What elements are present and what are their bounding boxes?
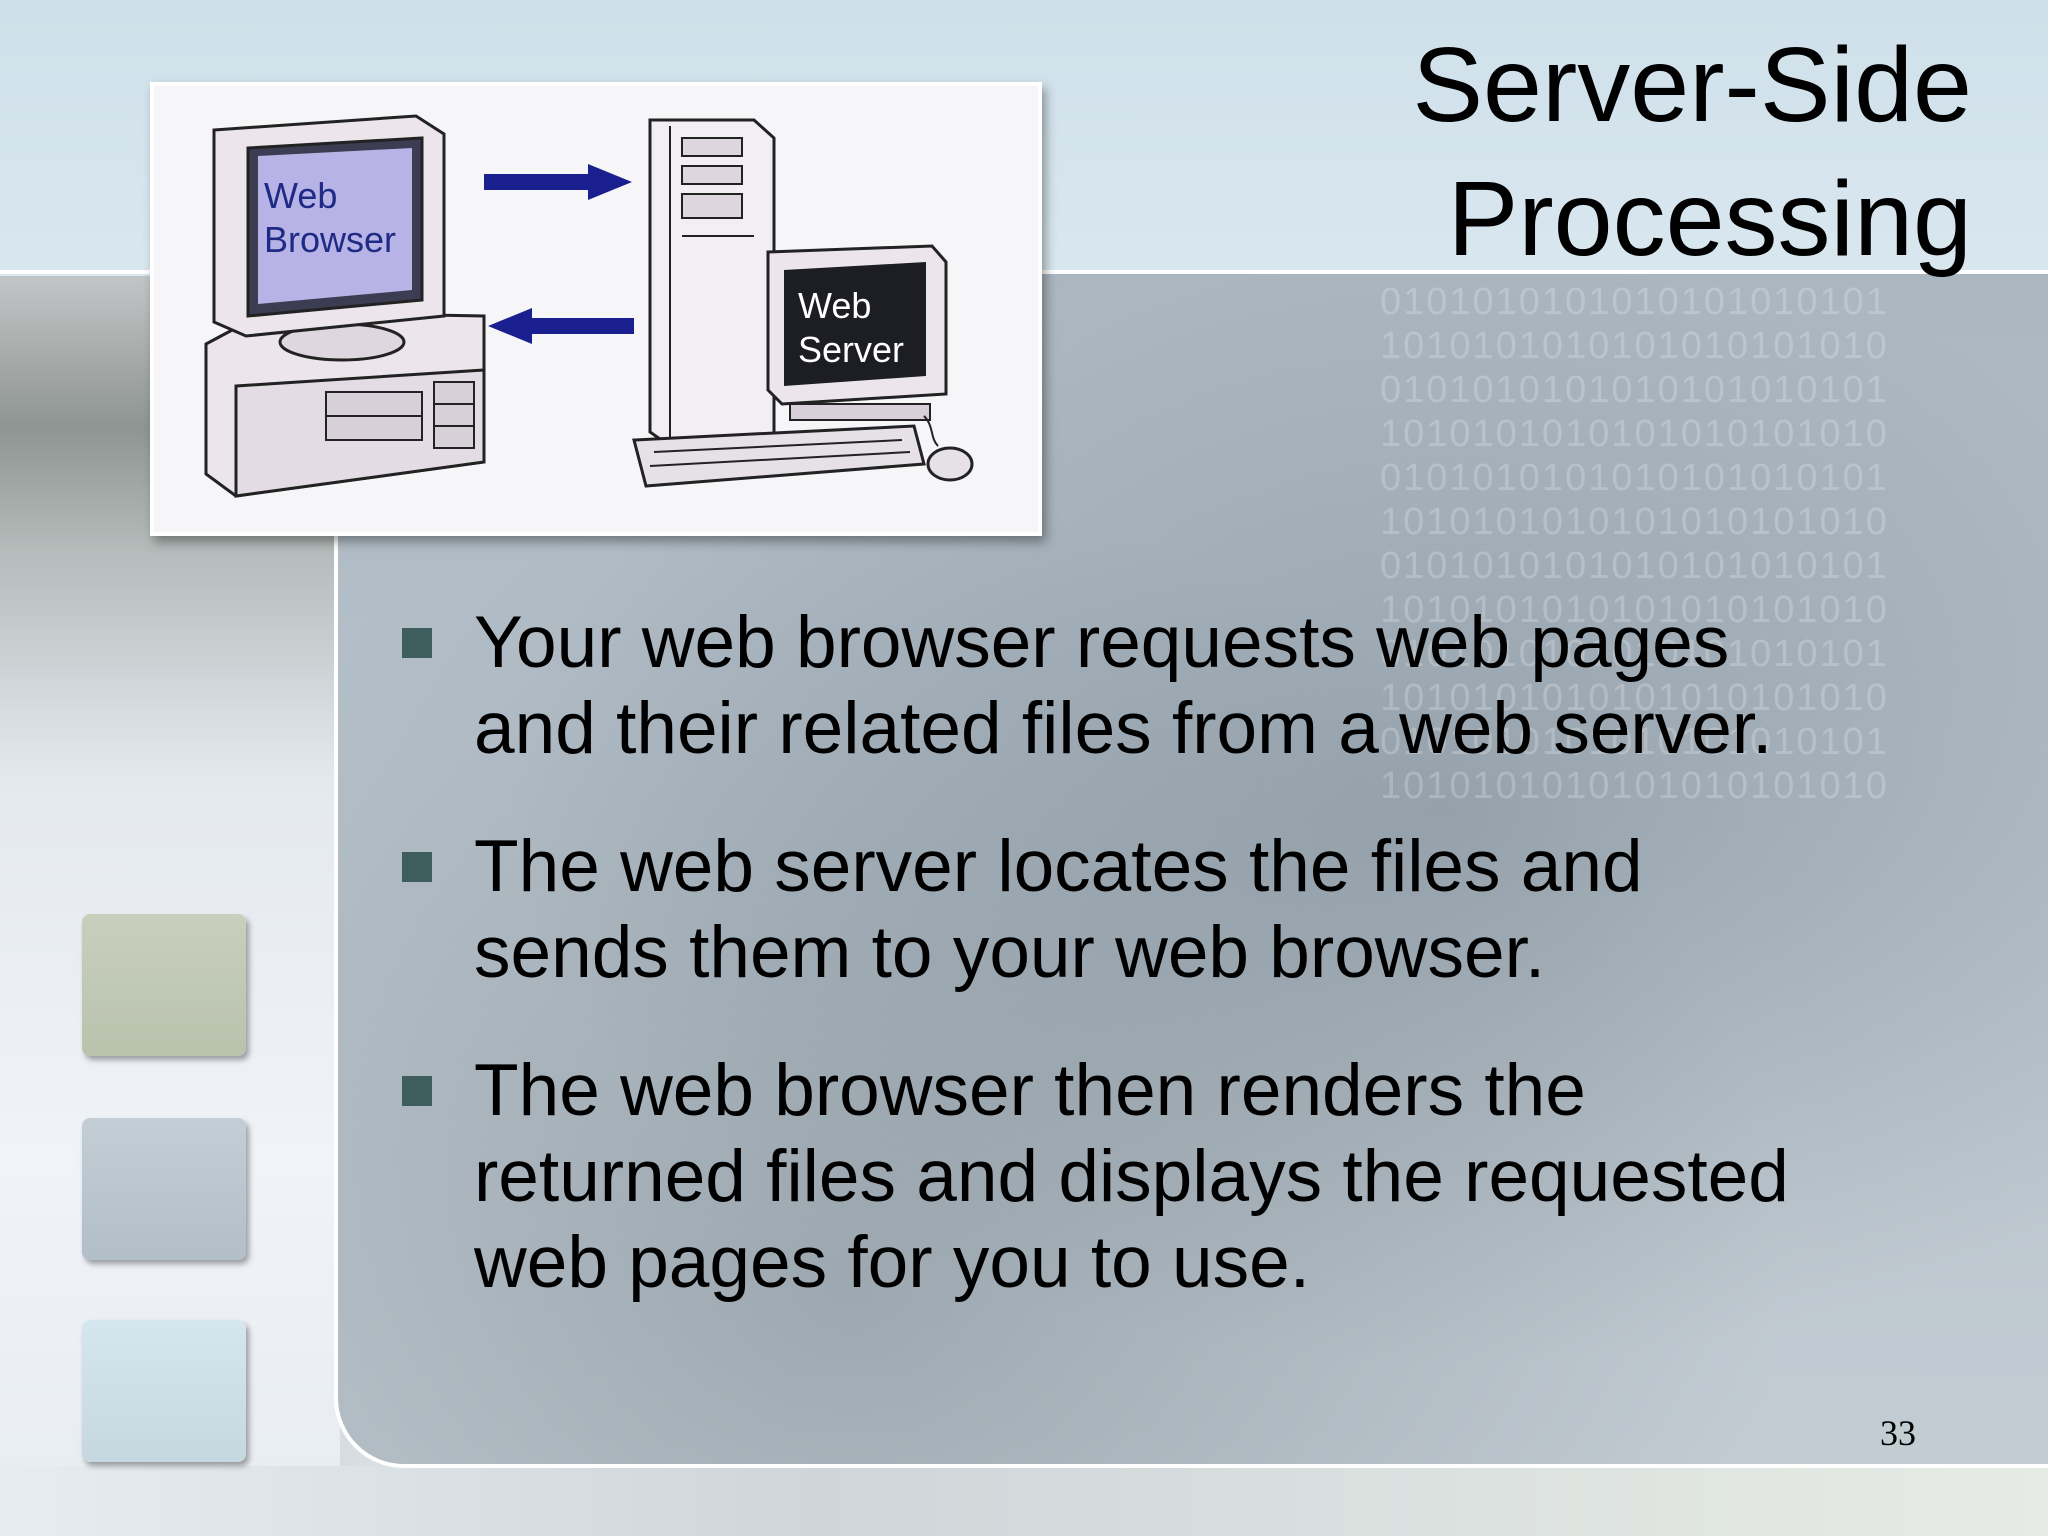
- bullet-line: sends them to your web browser.: [474, 912, 1546, 993]
- request-arrow: [484, 164, 632, 200]
- bullet-item: The web browser then renders the returne…: [400, 1048, 1960, 1306]
- bullet-item: The web server locates the files and sen…: [400, 824, 1960, 996]
- bullet-line: returned files and displays the requeste…: [474, 1136, 1789, 1217]
- server-monitor: Web Server: [766, 244, 948, 421]
- decorative-square-2: [82, 1118, 246, 1260]
- bottom-strip: [0, 1466, 2048, 1536]
- server-label-line-1: Web: [798, 285, 871, 326]
- square-bullet-icon: [402, 1076, 432, 1106]
- decorative-square-3: [82, 1320, 246, 1462]
- bullet-line: Your web browser requests web pages: [474, 602, 1730, 683]
- keyboard: [632, 424, 926, 488]
- server-tower: [648, 118, 776, 448]
- client-computer: Web Browser: [204, 114, 486, 498]
- bullet-line: The web server locates the files and: [474, 826, 1643, 907]
- decorative-square-1: [82, 914, 246, 1056]
- binary-pattern-decoration: 0101010101010101010101 10101010101010101…: [1380, 281, 1889, 807]
- slide-number: 33: [1880, 1413, 1916, 1453]
- square-bullet-icon: [402, 628, 432, 658]
- client-server-diagram: Web Browser Web Server: [204, 114, 974, 498]
- bullet-line: The web browser then renders the: [474, 1050, 1586, 1131]
- client-label-line-2: Browser: [264, 219, 396, 260]
- bullet-line: and their related files from a web serve…: [474, 688, 1773, 769]
- square-bullet-icon: [402, 852, 432, 882]
- title-line-2: Processing: [1447, 160, 1972, 278]
- bullet-line: web pages for you to use.: [474, 1222, 1310, 1303]
- bullet-item: Your web browser requests web pages and …: [400, 600, 1960, 772]
- slide-title: Server-Side Processing: [1412, 18, 1972, 286]
- client-server-illustration: Web Browser Web Server: [150, 82, 1042, 536]
- bullet-list: Your web browser requests web pages and …: [400, 600, 1960, 1358]
- title-line-1: Server-Side: [1412, 26, 1972, 144]
- client-label-line-1: Web: [264, 175, 337, 216]
- server-label-line-2: Server: [798, 329, 904, 370]
- response-arrow: [488, 308, 634, 344]
- mouse: [923, 415, 974, 482]
